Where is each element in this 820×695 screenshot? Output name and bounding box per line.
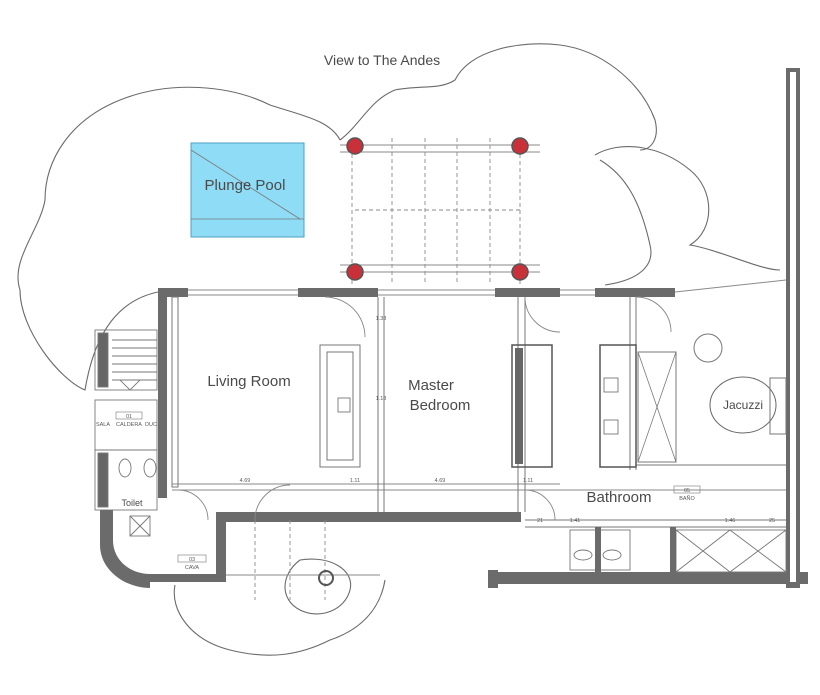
view-label: View to The Andes	[324, 52, 440, 68]
plunge-pool	[190, 142, 305, 238]
interior-walls	[171, 296, 786, 512]
stairs	[94, 329, 158, 537]
landscape-blob-entry	[284, 558, 352, 615]
entry-pergola	[226, 520, 380, 600]
dim-bath-b: 1.41	[570, 518, 581, 524]
walls	[148, 68, 808, 588]
bathroom-label: Bathroom	[586, 489, 651, 506]
landscape-outline-bottom	[173, 579, 386, 656]
jacuzzi-tub	[709, 376, 777, 434]
tag-duc: DUC	[145, 422, 157, 428]
tag-code-caldera: 01	[126, 414, 132, 420]
living-room-label: Living Room	[207, 373, 290, 390]
tag-code-cava: 03	[189, 557, 195, 563]
bath-fixtures	[525, 519, 787, 573]
dim-master-width: 4.69	[435, 478, 446, 484]
pergola-columns	[346, 137, 529, 281]
landscape-outline-top	[339, 43, 657, 151]
toilet-label: Toilet	[121, 498, 143, 508]
dim-bath-d: 25	[769, 518, 775, 524]
master-bedroom-label-1: Master	[408, 377, 454, 394]
window-lines	[172, 279, 787, 491]
landscape-inner-curve	[599, 159, 652, 286]
dim-living-width: 4.69	[240, 478, 251, 484]
tag-code-bano: 05	[684, 488, 690, 494]
dim-vertical-2: 1.18	[376, 396, 387, 402]
landscape-outline-left	[17, 86, 341, 391]
tag-caldera: CALDERA	[116, 422, 142, 428]
dim-bath-c: 1.46	[725, 518, 736, 524]
dim-vertical: 1.38	[376, 316, 387, 322]
plunge-pool-label: Plunge Pool	[205, 177, 286, 194]
dim-closet: 1.11	[350, 478, 360, 484]
door-swings	[177, 296, 672, 521]
curved-wall-sw	[100, 510, 150, 588]
tag-cava: CAVA	[185, 565, 199, 571]
dim-closet-2: 1.11	[523, 478, 533, 484]
landscape-outline-right	[594, 146, 781, 271]
dim-bath-a: 21	[537, 518, 543, 524]
jacuzzi-label: Jacuzzi	[723, 398, 763, 412]
master-bedroom-label-2: Bedroom	[410, 397, 471, 414]
tag-bano: BAÑO	[679, 495, 695, 502]
closets	[337, 344, 677, 468]
entry-column	[318, 570, 334, 586]
tag-sala: SALA	[96, 422, 110, 428]
pergola	[340, 138, 540, 285]
